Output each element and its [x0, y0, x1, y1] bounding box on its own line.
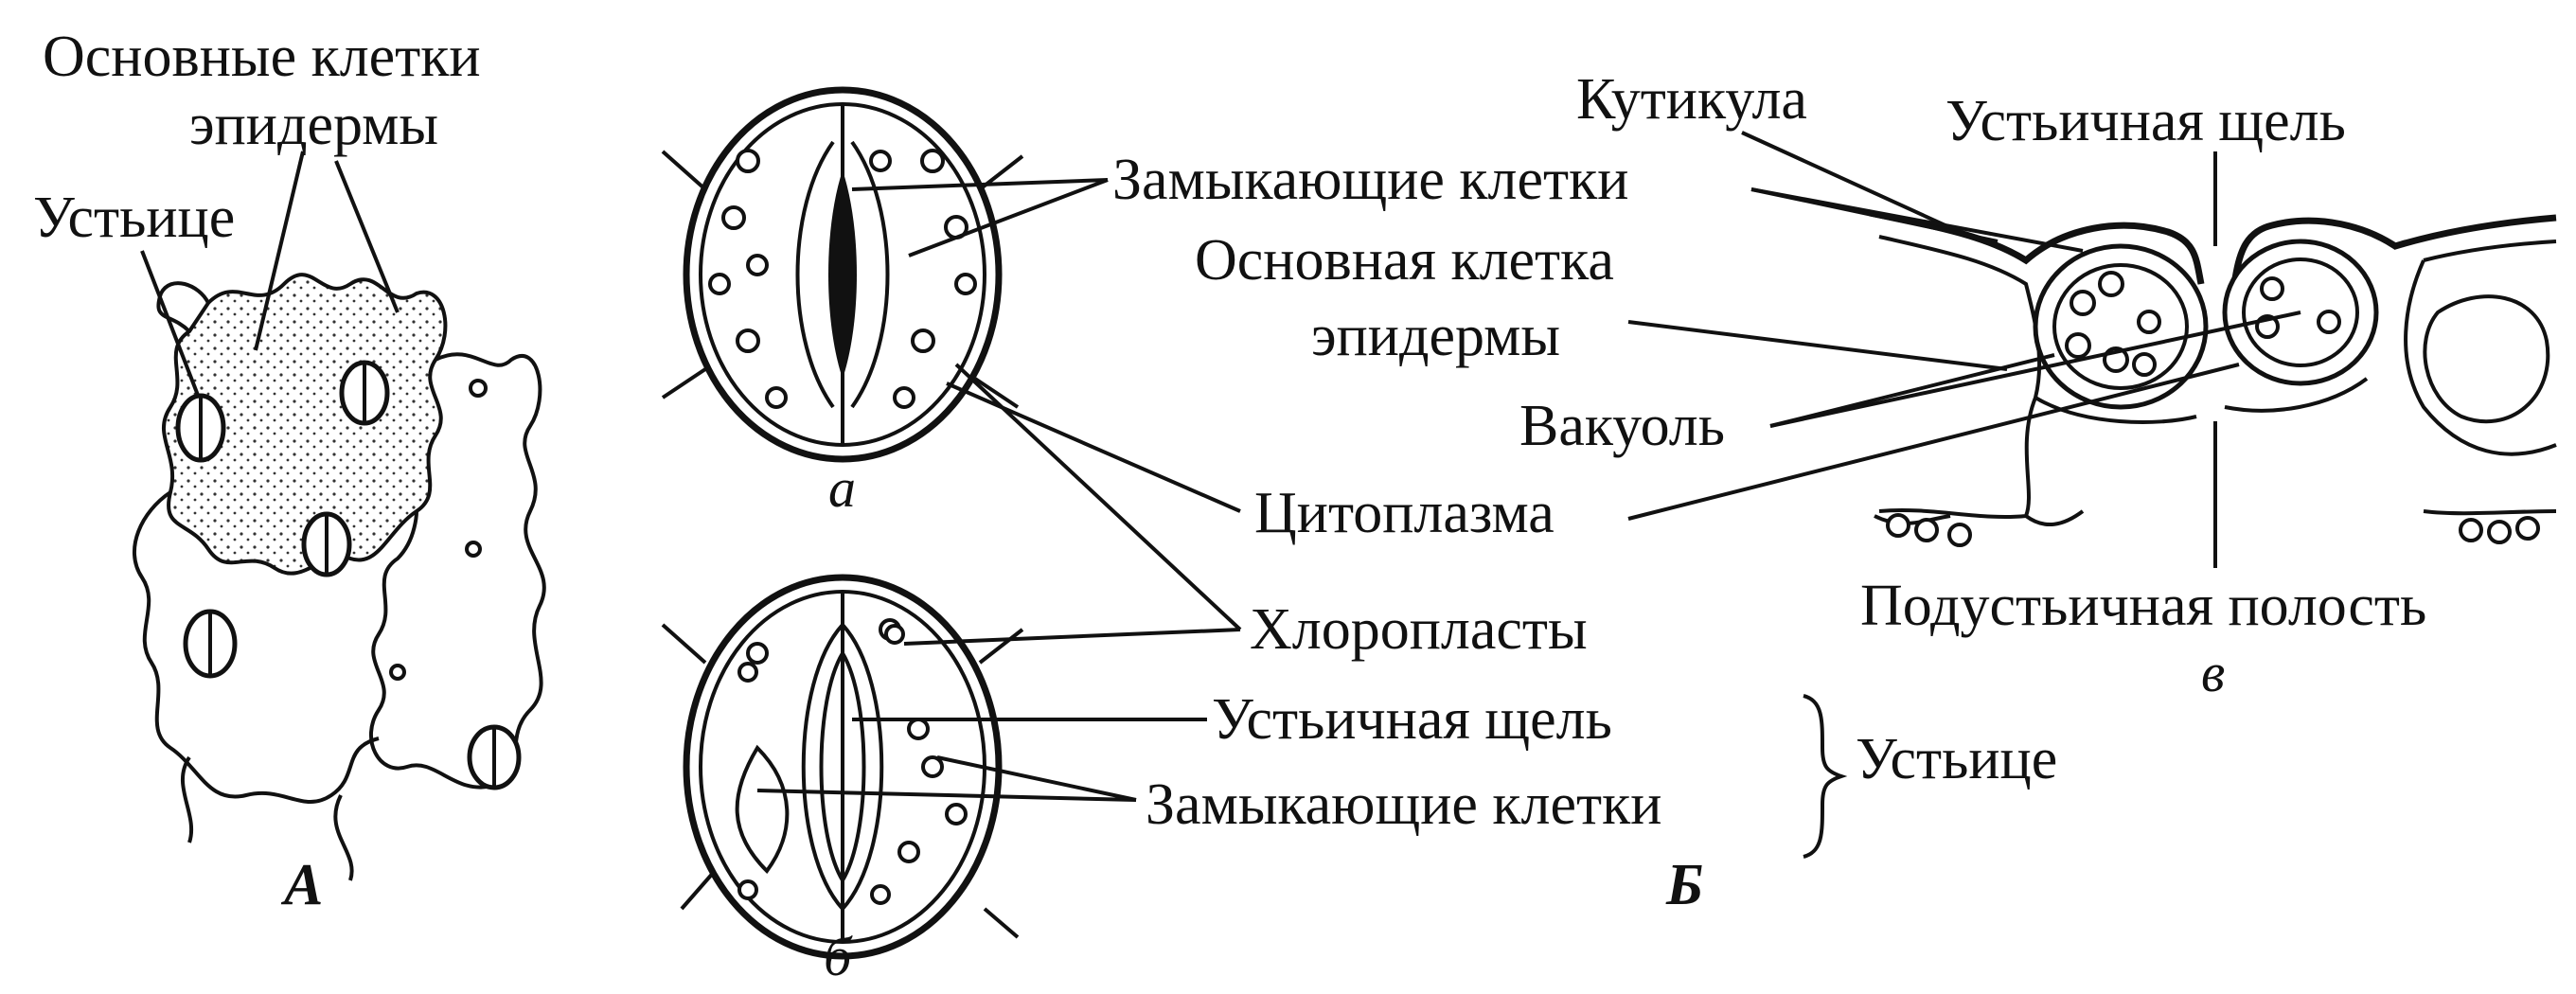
panel-letter-b: б	[824, 926, 853, 987]
leader-guard-cells-b-1	[936, 755, 1137, 802]
epidermis-cell-upper-outline	[161, 273, 448, 576]
label-vacuole: Вакуоль	[1519, 394, 1725, 458]
panel-letter-B: Б	[1665, 853, 1703, 917]
label-cytoplasm: Цитоплазма	[1254, 481, 1554, 545]
panel-letter-v: в	[2201, 642, 2225, 703]
leader-guard-cells-v-2	[1750, 187, 2084, 253]
label-main-cell-line2: эпидермы	[1311, 304, 1560, 368]
stoma-surface-a	[661, 86, 1024, 463]
leader-vacuole-v-2	[1769, 311, 2301, 428]
stoma-A-5	[467, 724, 522, 790]
brace-stoma	[1803, 694, 1848, 859]
epidermis-cell-bottom	[180, 755, 354, 881]
label-stomatal-slit-v: Устьичная щель	[1945, 89, 2346, 153]
label-main-cell-line1: Основная клетка	[1195, 228, 1614, 293]
label-substomatal-cavity: Подустьичная полость	[1860, 574, 2426, 638]
leader-main-cells-A2	[334, 160, 400, 313]
leader-chloroplasts-2	[903, 628, 1241, 646]
leader-guard-cells-top-1	[851, 178, 1109, 191]
stoma-A-1	[175, 393, 226, 463]
label-stomatal-slit-b: Устьичная щель	[1212, 687, 1612, 752]
leader-stoma-A	[140, 250, 201, 399]
label-cuticle: Кутикула	[1576, 67, 1807, 132]
stoma-A-3	[301, 511, 352, 577]
stoma-surface-b	[661, 574, 1024, 960]
label-guard-cells-top: Замыкающие клетки	[1112, 148, 1628, 212]
cuticle-surface	[1869, 209, 2557, 285]
leader-cytoplasm	[946, 382, 1241, 513]
leader-cuticle	[1741, 131, 1961, 234]
guard-cell-left	[2033, 243, 2209, 410]
leader-main-cell-v	[1627, 320, 2008, 371]
stoma-A-2	[339, 360, 390, 426]
leader-guard-cells-top-2	[908, 178, 1109, 257]
panel-letter-A: А	[280, 853, 323, 917]
label-guard-cells-b: Замыкающие клетки	[1146, 772, 1661, 837]
stoma-A-4	[183, 609, 238, 679]
label-main-cells-line1: Основные клетки	[43, 25, 481, 89]
label-stoma-brace: Устьице	[1856, 727, 2057, 791]
leader-cytoplasm-v	[1627, 363, 2240, 521]
leader-chloroplasts-1	[954, 363, 1242, 631]
panel-letter-a: а	[828, 457, 856, 519]
leader-main-cells-A1	[254, 151, 305, 351]
label-main-cells-line2: эпидермы	[189, 93, 438, 157]
label-chloroplasts: Хлоропласты	[1250, 597, 1588, 662]
leader-guard-cells-b-2	[756, 789, 1137, 802]
label-stoma-A: Устьице	[33, 186, 235, 250]
epidermis-cell-right	[368, 352, 546, 790]
stoma-cross-section-v	[1869, 209, 2557, 547]
epidermis-drawing-A	[132, 273, 546, 881]
epidermis-cell-left-wave	[156, 281, 210, 333]
epidermis-cell-lower	[132, 490, 380, 805]
epidermis-cell-upper	[163, 275, 446, 574]
